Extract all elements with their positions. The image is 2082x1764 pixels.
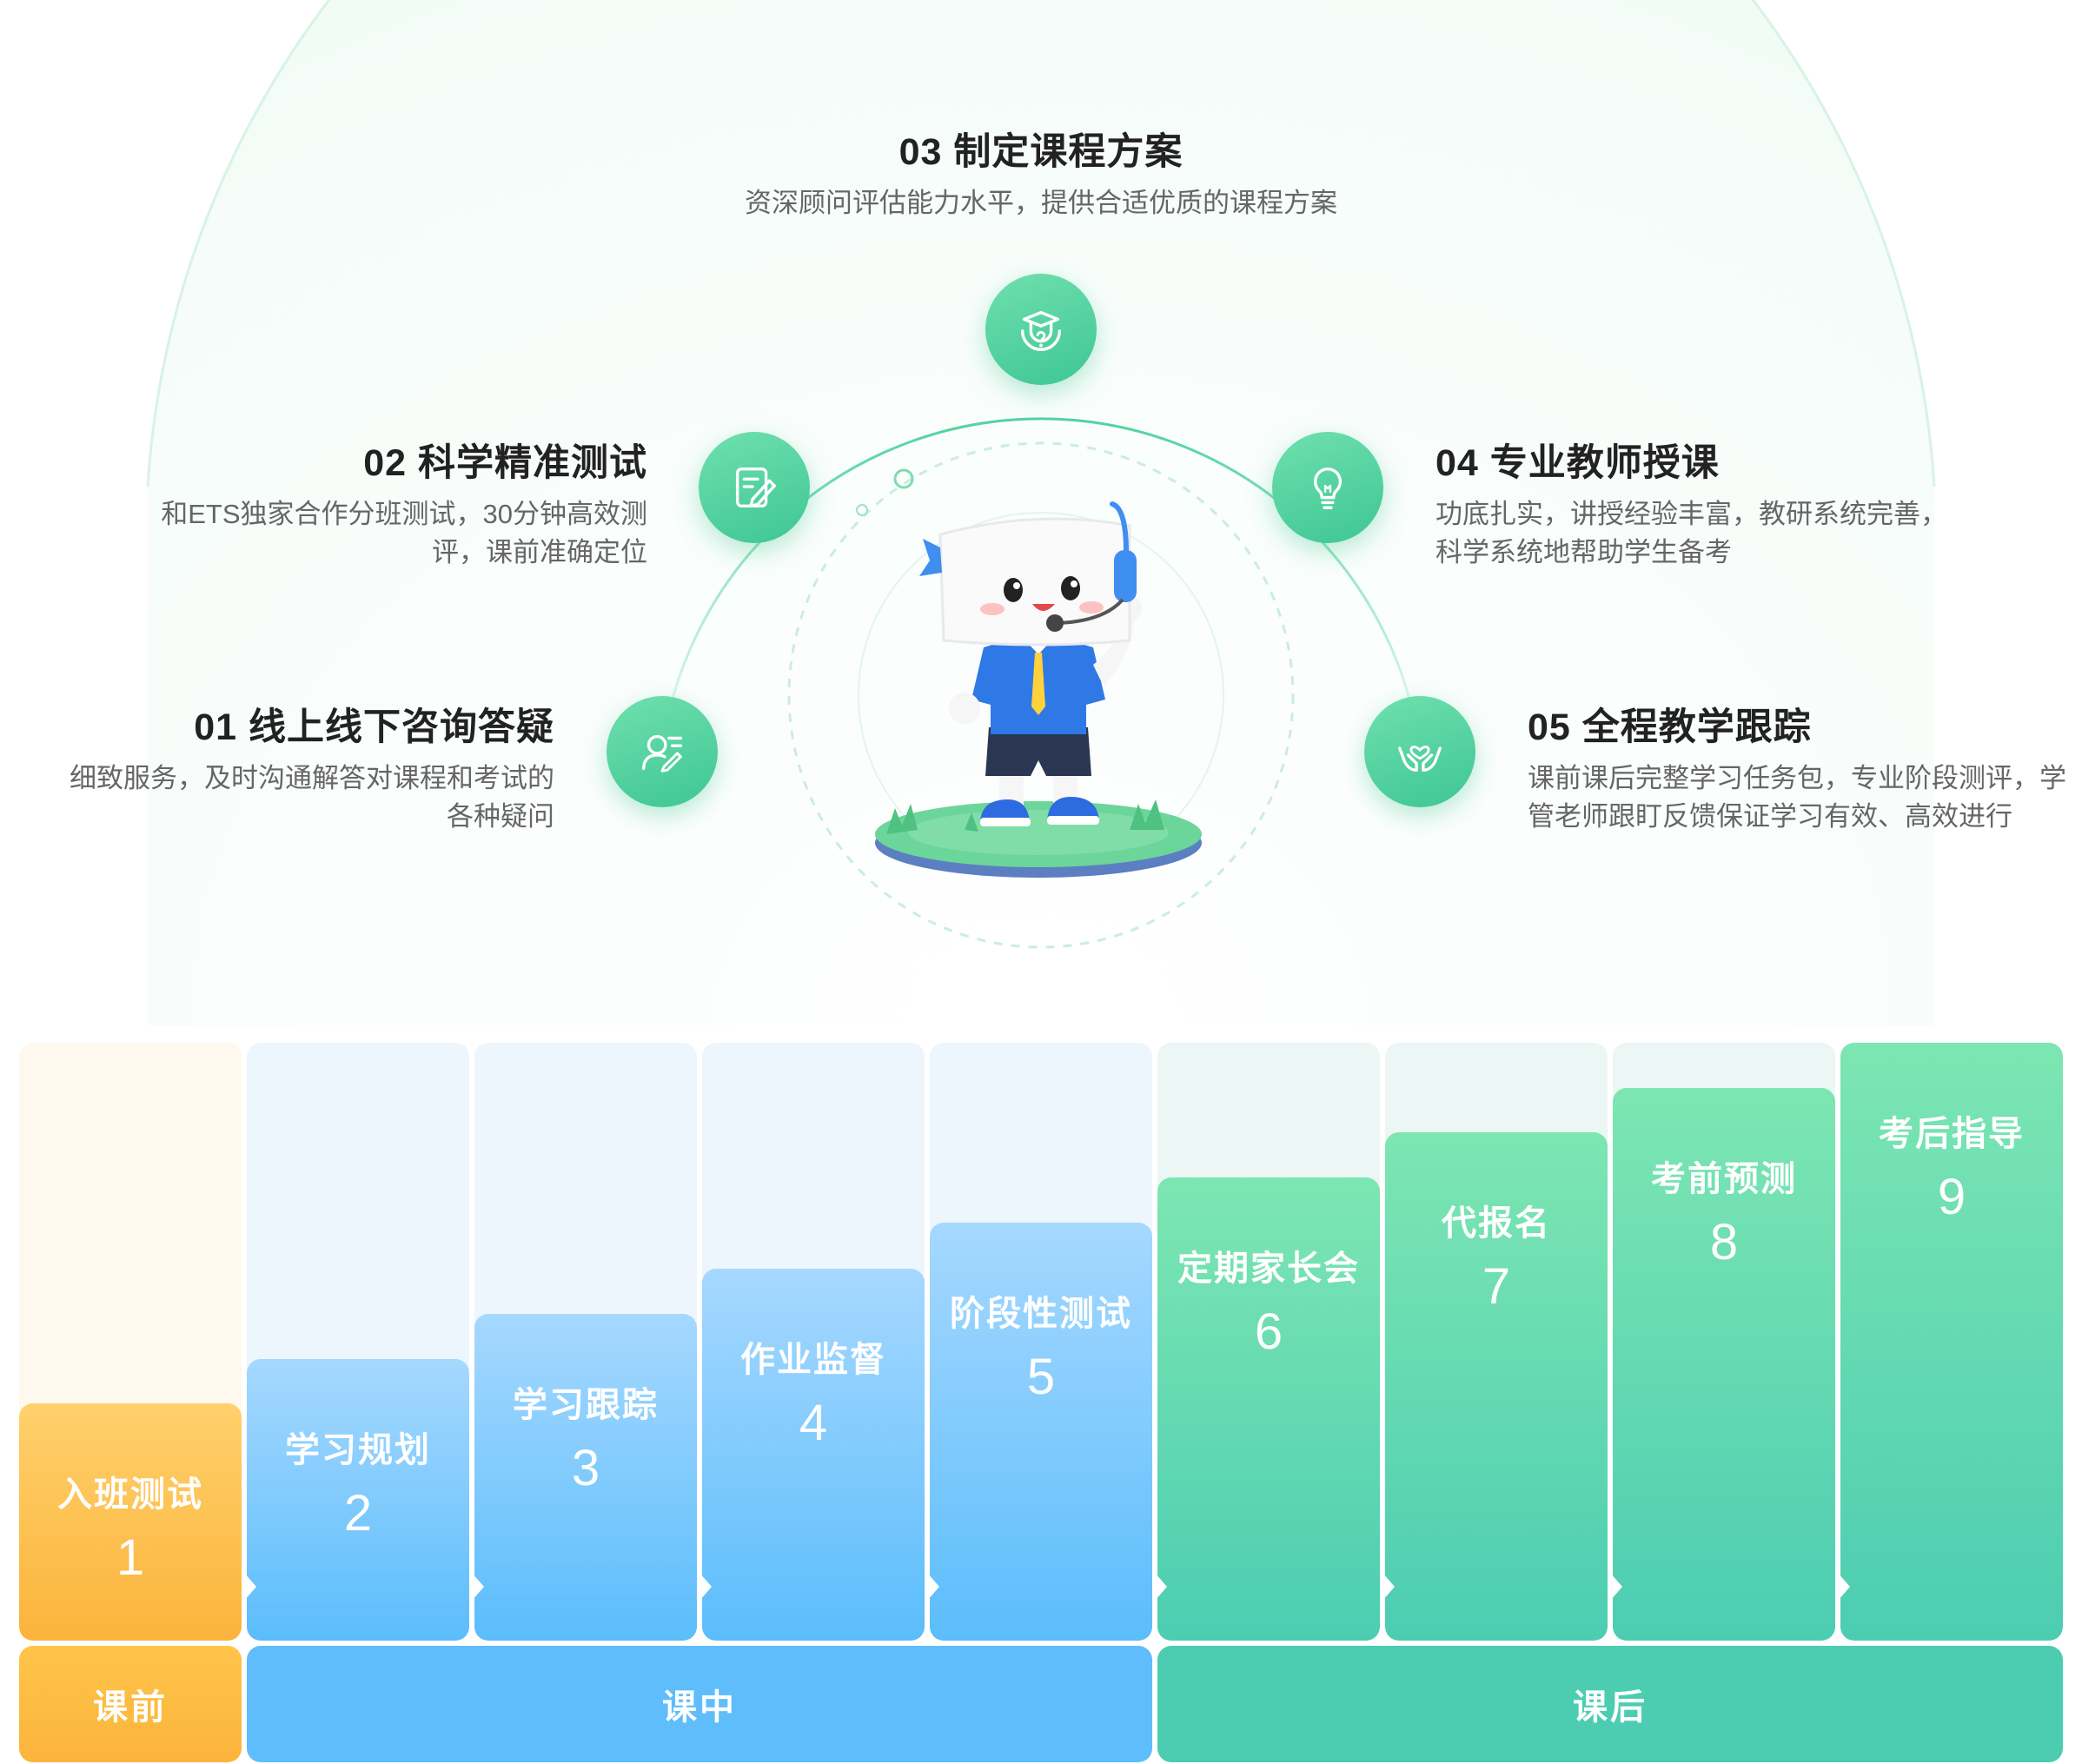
step-01-desc: 细致服务，及时沟通解答对课程和考试的各种疑问	[70, 763, 554, 832]
process-step-number: 6	[1254, 1303, 1283, 1360]
process-step-label: 入班测试	[57, 1476, 203, 1514]
phase-pre-bar: 课前	[19, 1646, 242, 1762]
step-arrow-notch	[244, 1573, 256, 1601]
step-arrow-notch	[1382, 1573, 1395, 1601]
step-02-icon-badge	[699, 432, 810, 543]
process-step-label: 作业监督	[740, 1341, 886, 1379]
decorative-arcs	[146, 0, 1936, 1025]
step-05-desc: 课前课后完整学习任务包，专业阶段测评，学管老师跟盯反馈保证学习有效、高效进行	[1528, 763, 2066, 832]
step-04-desc: 功底扎实，讲授经验丰富，教研系统完善，科学系统地帮助学生备考	[1436, 499, 1947, 567]
process-step-label: 代报名	[1442, 1204, 1551, 1243]
step-arrow-notch	[1155, 1573, 1167, 1601]
step-01-title: 01 线上线下咨询答疑	[194, 706, 554, 748]
step-04-title: 04 专业教师授课	[1436, 442, 1720, 484]
process-step-5: 阶段性测试 5	[930, 1223, 1152, 1641]
step-05-title: 05 全程教学跟踪	[1528, 706, 1812, 748]
process-step-4: 作业监督 4	[702, 1269, 925, 1641]
step-arrow-notch	[1610, 1573, 1622, 1601]
user-chat-icon	[641, 734, 683, 773]
step-arrow-notch	[1838, 1573, 1850, 1601]
step-03-icon-badge	[985, 274, 1097, 385]
lightbulb-icon	[1313, 467, 1343, 509]
process-step-3: 学习跟踪 3	[474, 1314, 697, 1641]
process-step-label: 考后指导	[1879, 1115, 2025, 1153]
process-step-label: 阶段性测试	[950, 1295, 1132, 1333]
process-step-number: 5	[1026, 1349, 1056, 1405]
process-step-number: 4	[799, 1395, 828, 1451]
process-step-label: 考前预测	[1651, 1160, 1797, 1198]
step-03-title: 03 制定课程方案	[898, 131, 1184, 173]
process-step-6: 定期家长会 6	[1157, 1177, 1380, 1641]
process-step-number: 1	[116, 1529, 145, 1586]
process-step-label: 定期家长会	[1177, 1250, 1360, 1288]
process-step-1: 入班测试 1	[19, 1403, 242, 1641]
step-arrow-notch	[700, 1573, 712, 1601]
process-step-9: 考后指导 9	[1840, 1043, 2063, 1641]
process-step-number: 9	[1937, 1169, 1966, 1225]
heart-hands-icon	[1398, 746, 1442, 773]
step-02-desc: 和ETS独家合作分班测试，30分钟高效测评，课前准确定位	[161, 499, 647, 567]
phase-mid-bar: 课中	[247, 1646, 1152, 1762]
process-step-7: 代报名 7	[1385, 1132, 1608, 1641]
process-step-8: 考前预测 8	[1613, 1088, 1835, 1641]
process-step-number: 3	[571, 1440, 600, 1496]
step-03-desc: 资深顾问评估能力水平，提供合适优质的课程方案	[745, 188, 1337, 218]
phase-mid-label: 课中	[662, 1688, 737, 1727]
step-04-icon-badge	[1272, 432, 1383, 543]
process-step-label: 学习规划	[285, 1431, 431, 1469]
process-step-number: 7	[1482, 1258, 1511, 1315]
phase-post-label: 课后	[1573, 1688, 1648, 1727]
edit-document-icon	[735, 467, 776, 508]
process-step-2: 学习规划 2	[247, 1359, 469, 1641]
step-arrow-notch	[472, 1573, 484, 1601]
phase-post-bar: 课后	[1157, 1646, 2063, 1762]
step-01-icon-badge	[607, 696, 718, 807]
process-step-label: 学习跟踪	[513, 1386, 659, 1424]
process-step-number: 8	[1709, 1214, 1739, 1270]
mascot-illustration	[875, 501, 1202, 878]
phase-pre-label: 课前	[93, 1688, 168, 1727]
step-arrow-notch	[927, 1573, 939, 1601]
step-05-icon-badge	[1364, 696, 1475, 807]
step-02-title: 02 科学精准测试	[363, 442, 647, 484]
process-step-number: 2	[343, 1485, 373, 1542]
graduation-question-icon	[1020, 310, 1062, 351]
